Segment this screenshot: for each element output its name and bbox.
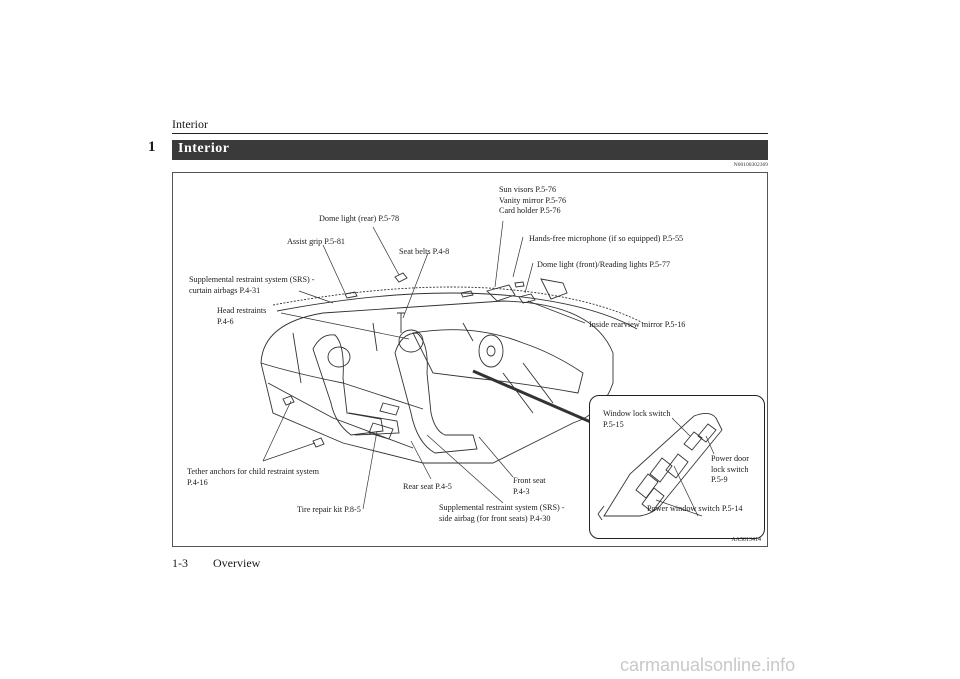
callout-power-door-lock-switch: Power door lock switch P.5-9	[711, 454, 749, 486]
callout-side-airbag-line1: Supplemental restraint system (SRS) -	[439, 503, 565, 512]
callout-window-lock-line2: P.5-15	[603, 419, 624, 429]
callout-head-restraints: Head restraints P.4-6	[217, 306, 266, 327]
callout-sun-visors: Sun visors P.5-76 Vanity mirror P.5-76 C…	[499, 185, 566, 217]
callout-side-airbag-line2: side airbag (for front seats) P.4-30	[439, 513, 551, 523]
callout-tether-anchors-line2: P.4-16	[187, 477, 208, 487]
callout-front-seat-line2: P.4-3	[513, 486, 530, 496]
section-title-bar: Interior	[172, 140, 768, 160]
callout-side-airbag: Supplemental restraint system (SRS) - si…	[439, 503, 565, 524]
callout-head-restraints-line2: P.4-6	[217, 316, 234, 326]
callout-assist-grip: Assist grip P.5-81	[287, 237, 346, 246]
callout-dome-light-front: Dome light (front)/Reading lights P.5-77	[537, 260, 671, 269]
callout-card-holder: Card holder P.5-76	[499, 206, 561, 215]
power-window-switch-inset	[589, 395, 765, 539]
callout-tether-anchors: Tether anchors for child restraint syste…	[187, 467, 319, 488]
callout-curtain-airbags: Supplemental restraint system (SRS) - cu…	[189, 275, 315, 296]
callout-power-door-lock-line3: P.5-9	[711, 475, 728, 484]
callout-power-door-lock-line1: Power door	[711, 454, 749, 463]
callout-vanity-mirror: Vanity mirror P.5-76	[499, 195, 567, 205]
callout-window-lock-line1: Window lock switch	[603, 409, 671, 418]
callout-dome-light-rear: Dome light (rear) P.5-78	[319, 214, 400, 223]
callout-handsfree-microphone: Hands-free microphone (if so equipped) P…	[529, 234, 684, 243]
callout-front-seat: Front seat P.4-3	[513, 476, 546, 497]
section-title: Interior	[178, 141, 230, 156]
watermark: carmanualsonline.info	[620, 655, 796, 675]
interior-figure: Sun visors P.5-76 Vanity mirror P.5-76 C…	[172, 172, 768, 547]
callout-rear-seat: Rear seat P.4-5	[403, 482, 452, 491]
chapter-number: 1	[148, 139, 156, 155]
callout-inside-rearview-mirror: Inside rearview mirror P.5-16	[589, 320, 686, 329]
running-header-title: Interior	[172, 117, 208, 131]
vehicle-interior-illustration	[260, 220, 644, 510]
callout-curtain-airbags-line1: Supplemental restraint system (SRS) -	[189, 275, 315, 284]
callout-power-door-lock-line2: lock switch	[711, 464, 749, 474]
callout-tether-anchors-line1: Tether anchors for child restraint syste…	[187, 467, 319, 476]
callout-seat-belts: Seat belts P.4-8	[399, 247, 450, 256]
callout-power-window-switch: Power window switch P.5-14	[647, 504, 743, 513]
callout-curtain-airbags-line2: curtain airbags P.4-31	[189, 285, 261, 295]
callout-tire-repair-kit: Tire repair kit P.8-5	[297, 505, 361, 514]
figure-image-code: AA5013414	[731, 537, 761, 543]
callout-sun-visors-line1: Sun visors P.5-76	[499, 185, 557, 194]
page-number: 1-3	[172, 556, 188, 570]
door-switch-panel-illustration	[597, 413, 723, 521]
callout-front-seat-line1: Front seat	[513, 476, 546, 485]
callout-window-lock-switch: Window lock switch P.5-15	[603, 409, 670, 430]
document-code: N00100302369	[733, 162, 768, 168]
callout-head-restraints-line1: Head restraints	[217, 306, 267, 315]
header-rule	[172, 133, 768, 134]
footer-section: Overview	[213, 556, 261, 570]
